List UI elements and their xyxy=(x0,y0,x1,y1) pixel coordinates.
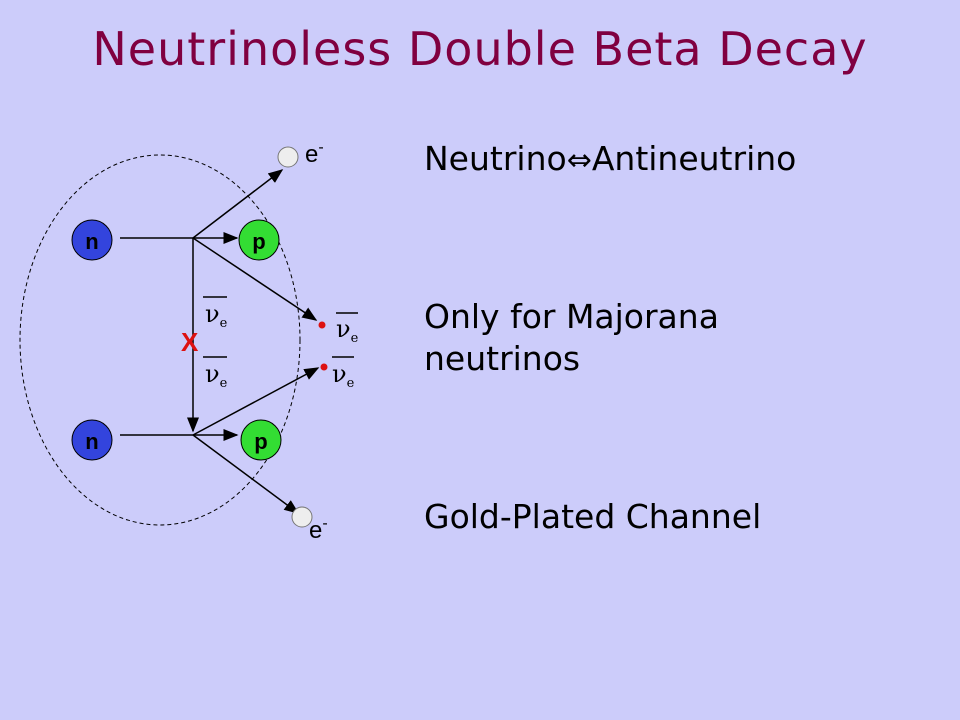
svg-text:νe: νe xyxy=(205,300,228,331)
antineutrino-line-out xyxy=(192,237,318,321)
bullet-gold-plated: Gold-Plated Channel xyxy=(424,497,762,536)
neutrino-dot-bottom xyxy=(320,363,328,371)
neutrino-dot-top xyxy=(318,321,326,329)
electron-top-sup: - xyxy=(318,139,323,156)
electron-top-label: e- xyxy=(305,139,324,168)
bullet-neutrino-antineutrino: Neutrino⇔Antineutrino xyxy=(424,138,796,182)
bullet-antineutrino-text: Antineutrino xyxy=(591,139,797,178)
electron-bottom-sup: - xyxy=(322,515,327,532)
antineutrino-label-inner-bottom: νe xyxy=(203,356,228,391)
proton-bottom-label: p xyxy=(254,429,267,454)
vertex-x-mark: X xyxy=(181,327,199,357)
svg-text:νe: νe xyxy=(205,360,228,391)
electron-bottom-letter: e xyxy=(309,517,322,544)
bullet-neutrino-text: Neutrino xyxy=(424,139,567,178)
neutron-bottom-label: n xyxy=(85,429,98,454)
electron-line-bottom xyxy=(192,434,300,514)
antineutrino-label-outer-bottom: νe xyxy=(332,356,355,391)
neutron-top xyxy=(71,219,113,261)
neutron-top-label: n xyxy=(85,229,98,254)
electron-top-letter: e xyxy=(305,141,318,168)
antineutrino-label-inner-top: νe xyxy=(203,296,228,331)
antineutrino-label-outer-top: νe xyxy=(336,312,359,346)
proton-top xyxy=(238,219,280,261)
electron-bottom xyxy=(291,506,313,528)
neutron-bottom xyxy=(71,419,113,461)
electron-line-top xyxy=(192,169,284,239)
nucleus-boundary xyxy=(19,154,301,526)
electron-bottom-label: e- xyxy=(309,515,328,544)
svg-text:νe: νe xyxy=(332,360,355,391)
proton-bottom xyxy=(240,419,282,461)
slide-title: Neutrinoless Double Beta Decay xyxy=(92,22,868,76)
double-arrow-icon: ⇔ xyxy=(566,143,592,178)
antineutrino-line-in xyxy=(192,367,320,436)
bullet-majorana: Only for Majorana neutrinos xyxy=(424,297,719,378)
electron-top xyxy=(277,146,299,168)
proton-top-label: p xyxy=(252,229,265,254)
svg-text:νe: νe xyxy=(336,315,359,346)
